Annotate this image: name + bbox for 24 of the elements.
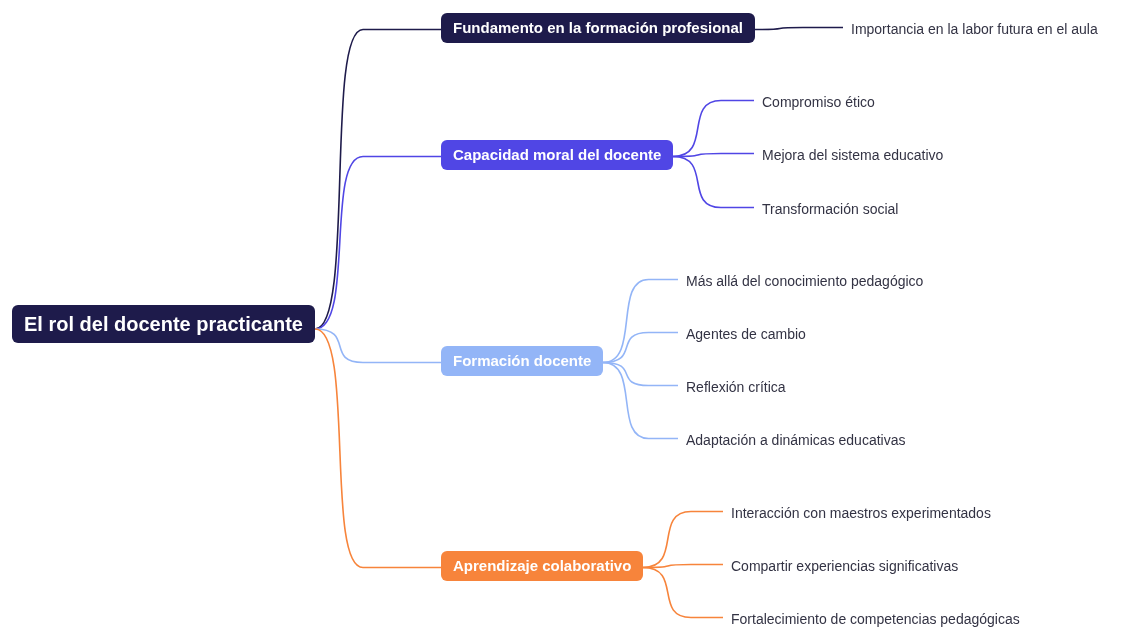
subtopic-text: Transformación social <box>754 196 907 222</box>
subtopic-text: Fortalecimiento de competencias pedagógicas <box>723 606 1028 628</box>
subtopic-text: Adaptación a dinámicas educativas <box>678 427 914 453</box>
topic-box: Aprendizaje colaborativo <box>441 550 644 581</box>
subtopic-text: Interacción con maestros experimentados <box>723 500 999 526</box>
connector-line <box>642 566 724 619</box>
subtopic-text: Compartir experiencias significativas <box>723 553 967 579</box>
subtopic-text: Compromiso ético <box>754 89 883 115</box>
central-topic-box: El rol del docente practicante <box>12 305 315 343</box>
connector-line <box>672 155 755 209</box>
connector-line <box>314 328 442 364</box>
connector-line <box>602 361 679 440</box>
topic-box: Fundamento en la formación profesional <box>441 12 756 43</box>
subtopic-text: Agentes de cambio <box>678 321 814 347</box>
topic-box: Formación docente <box>441 345 604 376</box>
subtopic-text: Más allá del conocimiento pedagógico <box>678 268 932 294</box>
connector-line <box>754 26 844 31</box>
subtopic-text: Importancia en la labor futura en el aula <box>843 16 1106 42</box>
connector-line <box>314 328 442 569</box>
subtopic-text: Mejora del sistema educativo <box>754 142 952 168</box>
connector-line <box>642 510 724 569</box>
subtopic-text: Reflexión crítica <box>678 374 794 400</box>
connector-line <box>672 99 755 158</box>
topic-box: Capacidad moral del docente <box>441 139 674 170</box>
